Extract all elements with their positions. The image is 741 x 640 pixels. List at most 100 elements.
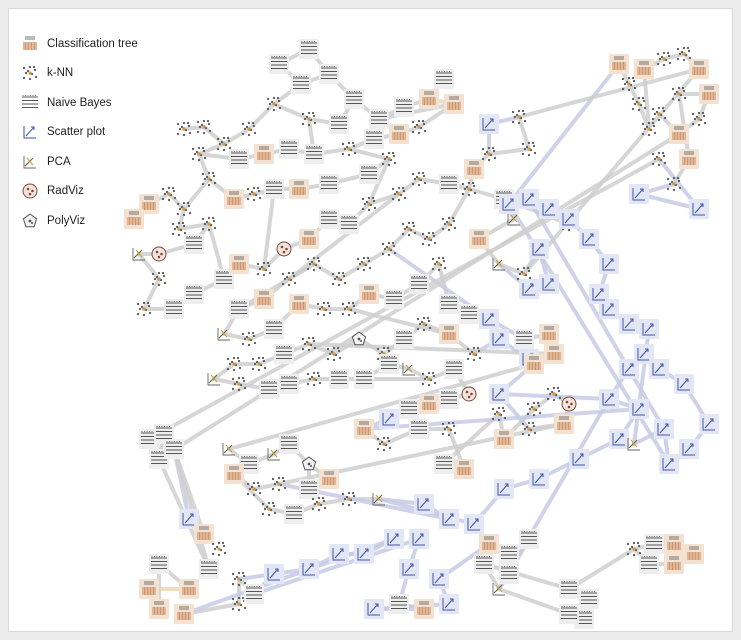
nb-node[interactable] [244,584,264,604]
knn-node[interactable] [401,221,417,237]
scatter-node[interactable] [599,254,619,274]
nb-node[interactable] [519,529,539,549]
knn-node[interactable] [196,119,212,135]
pca-node[interactable] [372,493,385,506]
knn-node[interactable] [666,176,682,192]
scatter-node[interactable] [364,599,384,619]
knn-node[interactable] [216,136,232,152]
tree-node[interactable] [224,189,244,209]
tree-node[interactable] [524,354,544,374]
nb-node[interactable] [279,434,299,454]
tree-node[interactable] [289,179,309,199]
scatter-node[interactable] [439,509,459,529]
scatter-node[interactable] [499,194,519,214]
scatter-node[interactable] [659,454,679,474]
nb-node[interactable] [199,559,219,579]
knn-node[interactable] [341,491,357,507]
knn-node[interactable] [641,121,657,137]
tree-node[interactable] [139,579,159,599]
knn-node[interactable] [416,316,432,332]
tree-node[interactable] [469,229,489,249]
knn-node[interactable] [391,186,407,202]
scatter-node[interactable] [689,199,709,219]
tree-node[interactable] [179,579,199,599]
nb-node[interactable] [384,289,404,309]
knn-node[interactable] [226,356,242,372]
knn-node[interactable] [316,301,332,317]
scatter-node[interactable] [264,564,284,584]
knn-node[interactable] [331,271,347,287]
nb-node[interactable] [284,504,304,524]
nb-node[interactable] [439,389,459,409]
scatter-node[interactable] [529,239,549,259]
knn-node[interactable] [136,301,152,317]
knn-node[interactable] [231,571,247,587]
tree-node[interactable] [229,254,249,274]
knn-node[interactable] [481,146,497,162]
pca-node[interactable] [492,583,505,596]
knn-node[interactable] [656,51,672,67]
nb-node[interactable] [474,554,494,574]
nb-node[interactable] [339,214,359,234]
knn-node[interactable] [231,596,247,612]
tree-node[interactable] [419,394,439,414]
radviz-node[interactable] [461,386,477,402]
knn-node[interactable] [191,146,207,162]
pca-node[interactable] [207,373,220,386]
tree-node[interactable] [299,229,319,249]
scatter-node[interactable] [479,114,499,134]
scatter-node[interactable] [429,569,449,589]
tree-node[interactable] [454,459,474,479]
nb-node[interactable] [409,274,429,294]
nb-node[interactable] [559,579,579,599]
tree-node[interactable] [684,544,704,564]
knn-node[interactable] [326,346,342,362]
nb-node[interactable] [559,604,579,624]
nb-node[interactable] [269,54,289,74]
pca-node[interactable] [267,448,280,461]
nb-node[interactable] [319,174,339,194]
knn-node[interactable] [411,119,427,135]
scatter-node[interactable] [539,274,559,294]
knn-node[interactable] [376,436,392,452]
knn-node[interactable] [306,371,322,387]
nb-node[interactable] [319,64,339,84]
scatter-node[interactable] [479,309,499,329]
tree-node[interactable] [254,144,274,164]
nb-node[interactable] [434,69,454,89]
scatter-node[interactable] [569,449,589,469]
nb-node[interactable] [409,419,429,439]
tree-node[interactable] [634,59,654,79]
nb-node[interactable] [514,329,534,349]
knn-node[interactable] [306,256,322,272]
knn-node[interactable] [676,46,692,62]
nb-node[interactable] [299,39,319,59]
knn-node[interactable] [246,481,262,497]
nb-node[interactable] [359,164,379,184]
nb-node[interactable] [639,554,659,574]
knn-node[interactable] [301,336,317,352]
nb-node[interactable] [279,139,299,159]
nb-node[interactable] [279,374,299,394]
scatter-node[interactable] [634,344,654,364]
tree-node[interactable] [174,604,194,624]
knn-node[interactable] [241,331,257,347]
nb-node[interactable] [439,174,459,194]
tree-node[interactable] [664,554,684,574]
nb-node[interactable] [439,294,459,314]
nb-node[interactable] [149,554,169,574]
knn-node[interactable] [511,109,527,125]
knn-node[interactable] [521,421,537,437]
tree-node[interactable] [319,469,339,489]
scatter-node[interactable] [619,314,639,334]
knn-node[interactable] [251,356,267,372]
pca-node[interactable] [402,363,415,376]
knn-node[interactable] [621,76,637,92]
nb-node[interactable] [229,149,249,169]
knn-node[interactable] [381,151,397,167]
tree-node[interactable] [149,599,169,619]
knn-node[interactable] [421,371,437,387]
knn-node[interactable] [431,256,447,272]
knn-node[interactable] [271,476,287,492]
tree-node[interactable] [389,124,409,144]
